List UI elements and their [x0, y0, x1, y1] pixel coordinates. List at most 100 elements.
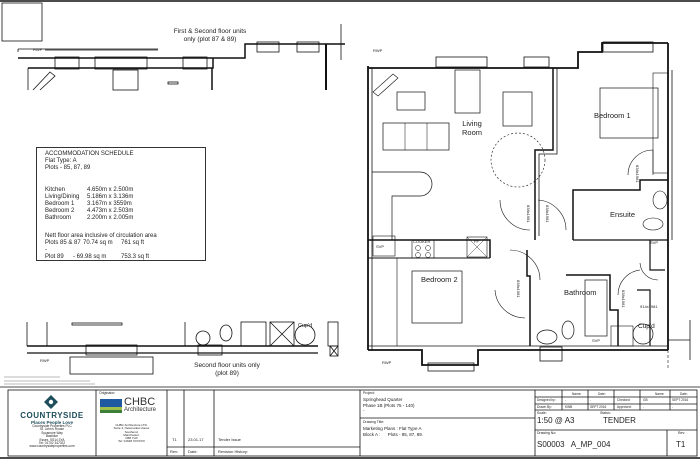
main-floor-plan [367, 41, 691, 372]
client-tagline: Places People Love [30, 420, 74, 425]
date-label: Date: [188, 449, 198, 454]
room-label-living-2: Room [462, 128, 482, 137]
room-size: 5.186m x 3.136m [87, 193, 134, 200]
room-label-living-1: Living [462, 119, 482, 128]
project: Springhead Quarter Phase 1B (Plots 75 - … [363, 397, 415, 414]
room-label-bathroom: Bathroom [564, 288, 597, 297]
area-heading: Nett floor area inclusive of circulation… [45, 232, 157, 239]
client-address-line: Countryside Properties PLC [32, 424, 72, 428]
schedule-room-row: Living/Dining 5.186m x 3.136m [45, 194, 205, 201]
revision-date: 23.01.17 [188, 437, 204, 442]
room-size: 2.200m x 2.005m [87, 215, 134, 222]
date-header: Date: [680, 392, 688, 396]
area-sqm: 70.74 sq m [83, 239, 113, 246]
architect-address-line: Suite 4, Newmarket House [113, 426, 150, 431]
approved-name: - [643, 404, 645, 409]
architect-name: CHBC [124, 396, 156, 408]
revision-code: T1 [172, 437, 177, 442]
door-size-label: 838x1981 [635, 165, 640, 183]
room-name: Bathroom [45, 215, 72, 222]
svp-label: SVP [376, 244, 384, 249]
client-address-line: www.countrysideproperties.com [29, 444, 75, 449]
project-label: Project: [363, 391, 375, 395]
title-block [0, 386, 700, 459]
drawing-title-line: Marketing Plans : Flat Type A [363, 426, 422, 431]
designed-by-label: Designed by: [537, 398, 556, 402]
project-line: Phase 1B (Plots 75 - 140) [363, 402, 415, 408]
svp-label: SVP [592, 338, 600, 343]
schedule-room-row: Bedroom 2 4.473m x 2.503m [45, 208, 205, 215]
client-address-line: Sycamore Way [41, 430, 63, 435]
svp-label: SVP [650, 240, 658, 245]
room-name: Bedroom 2 [45, 208, 75, 215]
schedule-room-row: Bathroom 2.200m x 2.005m [45, 215, 205, 222]
client-address-line: Tel: 01702 347022 [38, 441, 66, 446]
architect-address-line: CHBC Architecture LTD. [115, 423, 148, 427]
room-size: 3.167m x 3559m [87, 201, 132, 208]
client-address-line: Basildon [45, 434, 59, 439]
designed-by-name: - [565, 398, 567, 402]
room-name: Bedroom 1 [45, 201, 75, 208]
rwp-label: RWP [373, 48, 383, 53]
note-bottom-line1: Second floor units only [194, 362, 261, 369]
date-header: Date: [598, 392, 606, 396]
upper-floor-partial-plan [17, 24, 345, 91]
client-name: COUNTRYSIDE [20, 411, 84, 420]
door-size-label: 838x1981 [621, 290, 626, 308]
rev-no-label: Rev: [678, 431, 686, 435]
area-plot: Plots 85 & 87 - [45, 239, 81, 254]
second-floor-partial-plan [26, 321, 339, 375]
name-header: Name: [655, 392, 665, 396]
rwp-label: RWP [40, 358, 50, 363]
architect-sub: Architecture [124, 407, 157, 413]
accommodation-schedule: ACCOMMODATION SCHEDULE Flat Type: A Plot… [36, 147, 206, 261]
room-label-bedroom1: Bedroom 1 [594, 111, 631, 120]
approved-date: - [672, 404, 674, 409]
area-sqft: 761 sq ft [121, 239, 145, 246]
drawn-by-name: KWB [565, 404, 573, 409]
room-name: Kitchen [45, 186, 66, 193]
room-name: Living/Dining [45, 193, 80, 200]
architect-address-line: Tel: 01638 XXXXXX [118, 439, 145, 444]
room-label-ensuite: Ensuite [610, 210, 635, 219]
area-sqm: - 69.98 sq m [73, 254, 107, 261]
schedule-plots: Plots - 85, 87, 89 [45, 165, 91, 172]
ff-label: FF [474, 239, 479, 244]
room-label-bedroom2: Bedroom 2 [421, 275, 458, 284]
door-size-label: 838x1981 [516, 280, 521, 298]
status-label: Status: [600, 411, 611, 415]
checked-name: GB [643, 398, 648, 402]
checked-date: SEPT 2016 [672, 398, 689, 402]
client-block: COUNTRYSIDE Places People Love Countrysi… [8, 411, 96, 449]
status-value: TENDER [603, 416, 636, 425]
scale-value: 1:50 @ A3 [537, 416, 575, 425]
door-size-label: 838x1981 [545, 205, 550, 223]
drawn-by-label: Drawn By: [537, 404, 552, 409]
door-size-label: 838x1981 [526, 205, 531, 223]
architect-address: CHBC Architecture LTD. Suite 4, Newmarke… [96, 423, 167, 444]
client-address-line: St. John's House [40, 427, 64, 432]
architect-address-line: CB8 7HX [125, 436, 138, 441]
area-sqft: 753.3 sq ft [121, 254, 150, 261]
cooker-label: COOKER [413, 239, 430, 244]
approved-label: Approved: [617, 404, 632, 409]
revision-description: Tender Issue [218, 437, 241, 442]
schedule-title: ACCOMMODATION SCHEDULE [45, 151, 134, 157]
rev-label: Rev: [170, 449, 179, 454]
area-plot: Plot 89 [45, 254, 64, 261]
schedule-room-row: Bedroom 1 3.167m x 3559m [45, 201, 205, 208]
room-size: 4.473m x 2.503m [87, 208, 134, 215]
area-row: Plots 85 & 87 -70.74 sq m 761 sq ft [45, 240, 205, 254]
checked-label: Checked: [617, 398, 631, 402]
note-top-line2: only (plot 87 & 89) [184, 36, 237, 43]
chbc-logo-icon [100, 399, 122, 413]
project-line: - [363, 408, 365, 413]
revision-history-label: Revision History: [218, 449, 249, 454]
architect-address-line: Manchester, [123, 432, 140, 437]
note-top-line1: First & Second floor units [174, 28, 247, 35]
area-row: Plot 89 - 69.98 sq m 753.3 sq ft [45, 254, 205, 261]
originator-label: Originator: [99, 391, 116, 395]
designed-by-date: - [590, 398, 592, 402]
